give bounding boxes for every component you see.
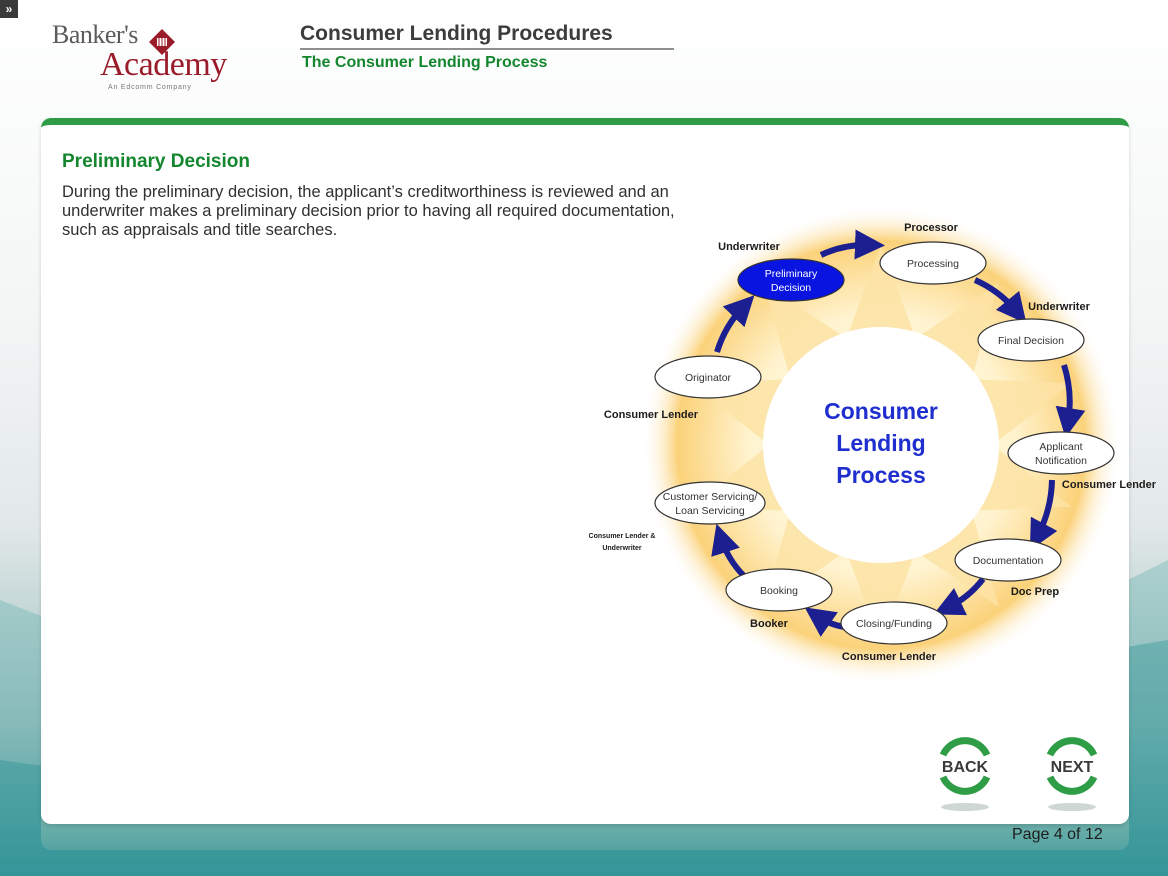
stage-role: Consumer Lender xyxy=(604,409,699,421)
stage-node xyxy=(1007,431,1115,475)
content-card: Preliminary Decision During the prelimin… xyxy=(41,118,1157,824)
back-button[interactable]: BACK xyxy=(939,735,991,815)
section-title: Preliminary Decision xyxy=(62,151,250,172)
page-indicator: Page 4 of 12 xyxy=(1012,826,1103,843)
header-divider xyxy=(300,48,674,50)
flow-arrow xyxy=(714,295,755,353)
process-stage-7: Customer Servicing/Loan ServicingConsume… xyxy=(589,481,766,552)
menu-toggle-button[interactable]: » xyxy=(0,0,18,18)
stage-node xyxy=(725,568,833,612)
stage-role: Booker xyxy=(750,618,789,630)
stage-role: Doc Prep xyxy=(1011,586,1060,598)
flow-arrow xyxy=(711,523,747,579)
stage-label: Originator xyxy=(685,372,732,384)
next-button[interactable]: NEXT xyxy=(1046,735,1098,815)
stage-label: Processing xyxy=(907,258,959,270)
logo-tagline: An Edcomm Company xyxy=(108,84,192,91)
stage-label: Closing/Funding xyxy=(856,618,932,630)
section-body: During the preliminary decision, the app… xyxy=(62,183,675,239)
bankers-academy-logo: Banker's Academy An Edcomm Company xyxy=(52,20,232,92)
stage-role: Underwriter xyxy=(1028,301,1090,313)
stage-label: Preliminary xyxy=(765,268,818,280)
logo-line1: Banker's xyxy=(52,20,138,49)
stage-node xyxy=(954,538,1062,582)
stage-role: Processor xyxy=(904,222,959,234)
diagram-center-disc xyxy=(763,327,999,563)
lesson-subtitle: The Consumer Lending Process xyxy=(302,54,548,71)
stage-label: Customer Servicing/ xyxy=(663,491,758,503)
stage-node xyxy=(977,318,1085,362)
process-stage-1: Processing Processor xyxy=(879,222,987,285)
stage-role: Consumer Lender & xyxy=(589,533,655,540)
flow-arrow xyxy=(819,229,885,260)
stage-node xyxy=(654,355,762,399)
stage-label: Booking xyxy=(760,585,798,597)
stage-role: Consumer Lender xyxy=(842,651,937,663)
stage-label: Final Decision xyxy=(998,335,1064,347)
next-button-label: NEXT xyxy=(1051,759,1094,776)
process-stage-2: Final Decision Underwriter xyxy=(977,301,1091,362)
stage-role: Consumer Lender xyxy=(1062,479,1157,491)
flow-arrow xyxy=(1029,479,1058,551)
stage-label: Applicant xyxy=(1039,441,1082,453)
flow-arrow xyxy=(1055,364,1086,438)
stage-label: Loan Servicing xyxy=(675,505,745,517)
stage-node xyxy=(840,601,948,645)
stage-role: Underwriter xyxy=(718,241,780,253)
logo-diamond-icon xyxy=(149,29,175,55)
diagram-center-label: Consumer xyxy=(824,398,938,424)
stage-label: Decision xyxy=(771,282,811,294)
stage-node xyxy=(879,241,987,285)
logo-line2: Academy xyxy=(100,46,227,83)
flow-arrow xyxy=(933,577,986,616)
stage-node xyxy=(654,481,766,525)
flow-arrow xyxy=(973,277,1027,324)
back-button-label: BACK xyxy=(942,759,989,776)
stage-label: Notification xyxy=(1035,455,1087,467)
diagram-center-label: Process xyxy=(836,462,926,488)
stage-role: Underwriter xyxy=(602,545,642,552)
diagram-center-label: Lending xyxy=(836,430,925,456)
stage-node xyxy=(737,258,845,302)
course-title: Consumer Lending Procedures xyxy=(300,22,613,45)
stage-label: Documentation xyxy=(973,555,1044,567)
